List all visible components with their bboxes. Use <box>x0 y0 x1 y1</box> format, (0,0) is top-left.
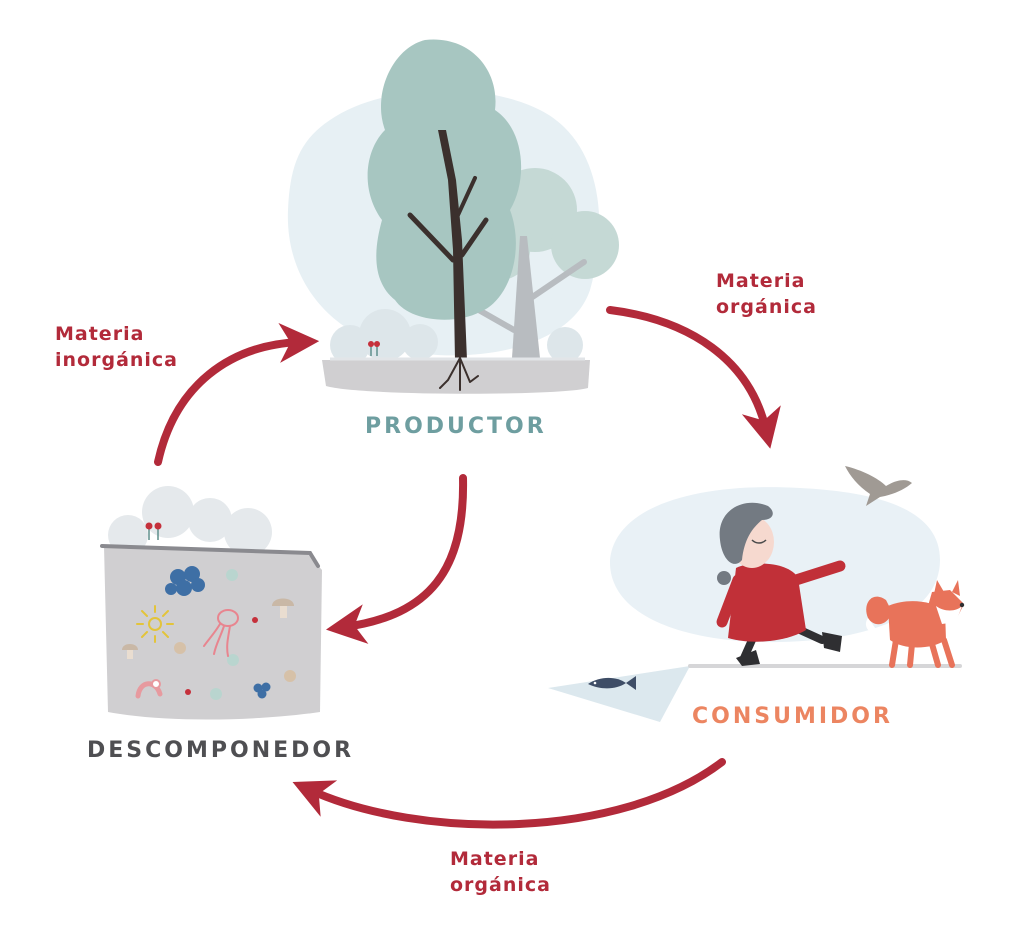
arrow-producer-to-consumer <box>606 306 781 449</box>
flow-label-line: Materia <box>55 323 145 345</box>
jellyfish-microbe-icon <box>203 609 239 657</box>
arrow-producer-to-decomposer <box>325 474 468 644</box>
fish-icon <box>588 676 636 690</box>
fungus-cluster <box>165 566 205 596</box>
water-patch <box>548 666 690 722</box>
decomposer-label: DESCOMPONEDOR <box>87 738 355 763</box>
front-tree <box>367 39 522 360</box>
flow-label-line: Materia <box>450 848 540 870</box>
producer-ground <box>322 360 590 394</box>
girl-figure <box>716 502 846 666</box>
decomposer-flowers <box>145 522 162 540</box>
mushroom-icon <box>272 598 294 618</box>
consumer-illustration <box>548 466 965 722</box>
producer-illustration <box>287 39 619 394</box>
producer-bushes <box>330 309 583 365</box>
bacterium-icon <box>136 605 174 643</box>
fox-figure <box>865 580 965 668</box>
flow-label-decomposer-to-producer: Materia inorgánica <box>55 321 178 373</box>
bird-icon <box>845 466 912 506</box>
flow-label-line: orgánica <box>716 296 817 318</box>
fungus-cluster-small <box>253 682 271 699</box>
flow-label-line: orgánica <box>450 874 551 896</box>
consumer-background-blob <box>609 487 940 643</box>
producer-label: PRODUCTOR <box>365 414 547 439</box>
producer-flowers <box>368 341 380 356</box>
consumer-label: CONSUMIDOR <box>692 704 893 729</box>
flow-label-consumer-to-decomposer: Materia orgánica <box>450 846 551 898</box>
tree-roots <box>439 357 479 391</box>
worm-icon <box>135 679 163 699</box>
flow-label-producer-to-consumer: Materia orgánica <box>716 268 817 320</box>
arrow-consumer-to-decomposer <box>292 758 726 829</box>
flow-label-line: Materia <box>716 270 806 292</box>
mushroom-small-icon <box>122 644 138 659</box>
arrow-decomposer-to-producer <box>154 322 320 466</box>
flow-label-line: inorgánica <box>55 349 179 371</box>
decomposer-illustration <box>100 486 322 720</box>
